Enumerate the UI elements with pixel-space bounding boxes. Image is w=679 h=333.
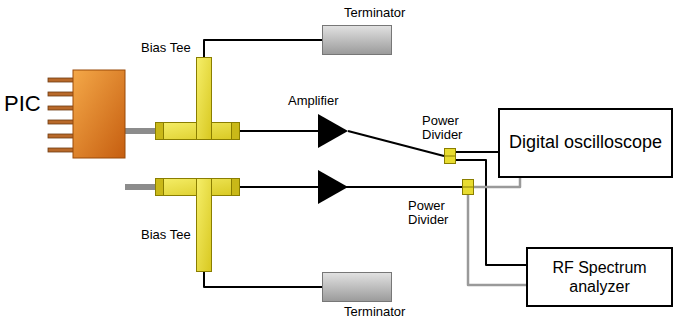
divider-seam: [444, 156, 456, 157]
node-shape: [318, 114, 348, 148]
cable-connector: [456, 151, 498, 153]
divider-seam: [462, 187, 474, 188]
divider-body: [445, 149, 456, 164]
divider-body: [463, 180, 474, 195]
node-shape: [155, 178, 240, 272]
node-shape: [322, 25, 392, 55]
node-label: Terminator: [344, 6, 405, 20]
spectrum-analyzer-box: RF Spectrum analyzer: [526, 247, 673, 307]
tee-stem: [197, 179, 212, 272]
node-label: Digital oscilloscope: [501, 132, 670, 154]
node-shape: [444, 148, 456, 164]
terminator: Terminator: [322, 272, 392, 302]
cable-connector: [240, 130, 318, 132]
oscilloscope-box: Digital oscilloscope: [498, 108, 673, 178]
amplifier: Amplifier: [318, 114, 348, 148]
pic-chip: PIC: [73, 70, 125, 158]
terminator-body: [323, 26, 392, 55]
tee-collar: [232, 179, 240, 196]
amplifier-symbol: [318, 114, 348, 148]
node-label: Power Divider: [408, 199, 456, 228]
bias-tee: Bias Tee: [155, 178, 240, 272]
node-shape: [462, 179, 474, 195]
tee-collar: [156, 179, 164, 196]
terminator-body: [323, 273, 392, 302]
node-label: Terminator: [344, 305, 405, 319]
node-label: Bias Tee: [141, 228, 191, 242]
node-label: Amplifier: [288, 94, 339, 108]
cable-connector: [240, 186, 462, 188]
node-label: PIC: [4, 92, 41, 116]
node-shape: [73, 70, 125, 158]
pic-pins: [48, 78, 74, 152]
power-divider: Power Divider: [444, 148, 456, 164]
chip-body: [73, 70, 125, 158]
cable-connector: [468, 195, 526, 285]
node-shape: [322, 272, 392, 302]
power-divider: Power Divider: [462, 179, 474, 195]
terminator: Terminator: [322, 25, 392, 55]
cable-connector: [204, 272, 322, 287]
tee-stem: [197, 58, 212, 140]
node-label: RF Spectrum analyzer: [528, 258, 671, 296]
cable-connector: [474, 178, 520, 187]
cable-connector: [204, 40, 322, 57]
node-shape: [155, 57, 240, 140]
tee-collar: [156, 123, 164, 140]
cable-connector: [125, 184, 155, 190]
cable-connector: [125, 128, 155, 134]
node-label: Bias Tee: [141, 41, 191, 55]
bias-tee: Bias Tee: [155, 57, 240, 140]
node-label: Power Divider: [422, 114, 470, 143]
tee-collar: [232, 123, 240, 140]
